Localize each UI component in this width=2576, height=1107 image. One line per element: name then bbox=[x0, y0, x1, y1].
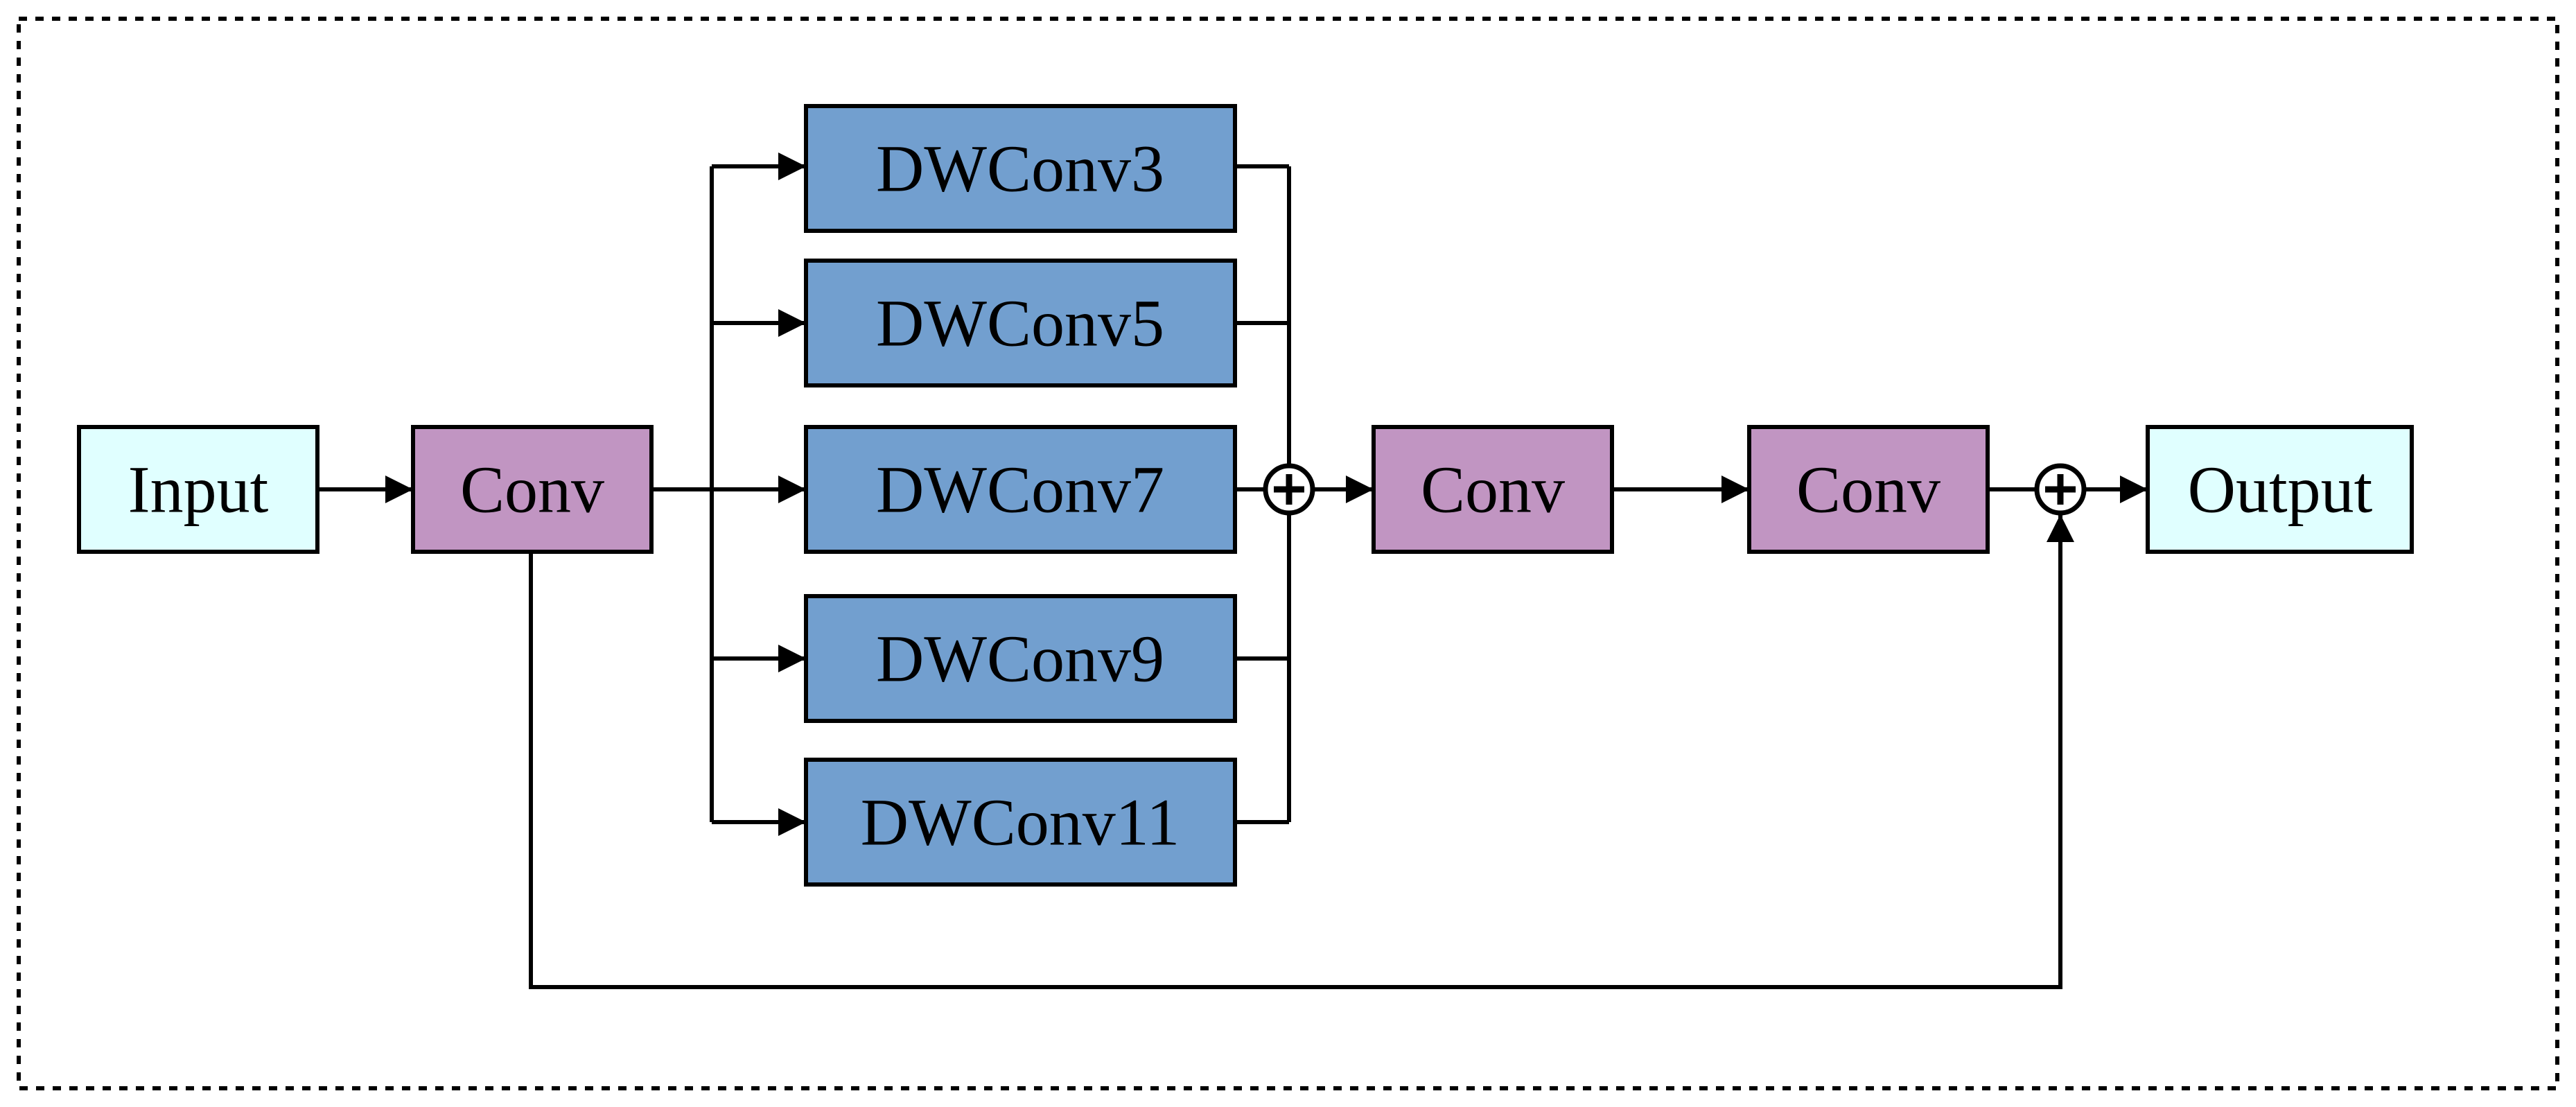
node-dw11: DWConv11 bbox=[804, 758, 1237, 887]
node-dw7-label: DWConv7 bbox=[876, 453, 1164, 527]
node-dw9-label: DWConv9 bbox=[876, 622, 1164, 696]
node-sum1-add-icon bbox=[1263, 463, 1315, 516]
node-conv2: Conv bbox=[1372, 425, 1614, 554]
node-dw3: DWConv3 bbox=[804, 104, 1237, 233]
node-conv1-label: Conv bbox=[460, 453, 604, 527]
node-conv3: Conv bbox=[1747, 425, 1990, 554]
node-dw3-label: DWConv3 bbox=[876, 132, 1164, 206]
node-dw5-label: DWConv5 bbox=[876, 286, 1164, 360]
node-dw11-box bbox=[804, 758, 1237, 887]
node-conv3-label: Conv bbox=[1796, 453, 1940, 527]
node-dw7: DWConv7 bbox=[804, 425, 1237, 554]
node-conv1-box bbox=[411, 425, 654, 554]
node-dw9-box bbox=[804, 594, 1237, 723]
node-output-label: Output bbox=[2188, 453, 2373, 527]
node-input-label: Input bbox=[128, 453, 269, 527]
node-dw5-box bbox=[804, 259, 1237, 387]
node-input-box bbox=[77, 425, 319, 554]
node-dw5: DWConv5 bbox=[804, 259, 1237, 387]
node-conv3-box bbox=[1747, 425, 1990, 554]
node-input: Input bbox=[77, 425, 319, 554]
node-conv2-label: Conv bbox=[1421, 453, 1565, 527]
edge-residual-conv1-sum2 bbox=[529, 514, 2074, 989]
node-output: Output bbox=[2146, 425, 2414, 554]
nodes: Input Conv DWConv3 DWConv5 DWConv7 bbox=[77, 104, 2414, 887]
node-dw11-label: DWConv11 bbox=[861, 785, 1180, 860]
outer-frame bbox=[17, 17, 2559, 1090]
node-conv2-box bbox=[1372, 425, 1614, 554]
node-sum2-add-icon bbox=[2034, 463, 2087, 516]
node-conv1: Conv bbox=[411, 425, 654, 554]
node-dw3-box bbox=[804, 104, 1237, 233]
node-output-box bbox=[2146, 425, 2414, 554]
node-dw7-box bbox=[804, 425, 1237, 554]
node-dw9: DWConv9 bbox=[804, 594, 1237, 723]
